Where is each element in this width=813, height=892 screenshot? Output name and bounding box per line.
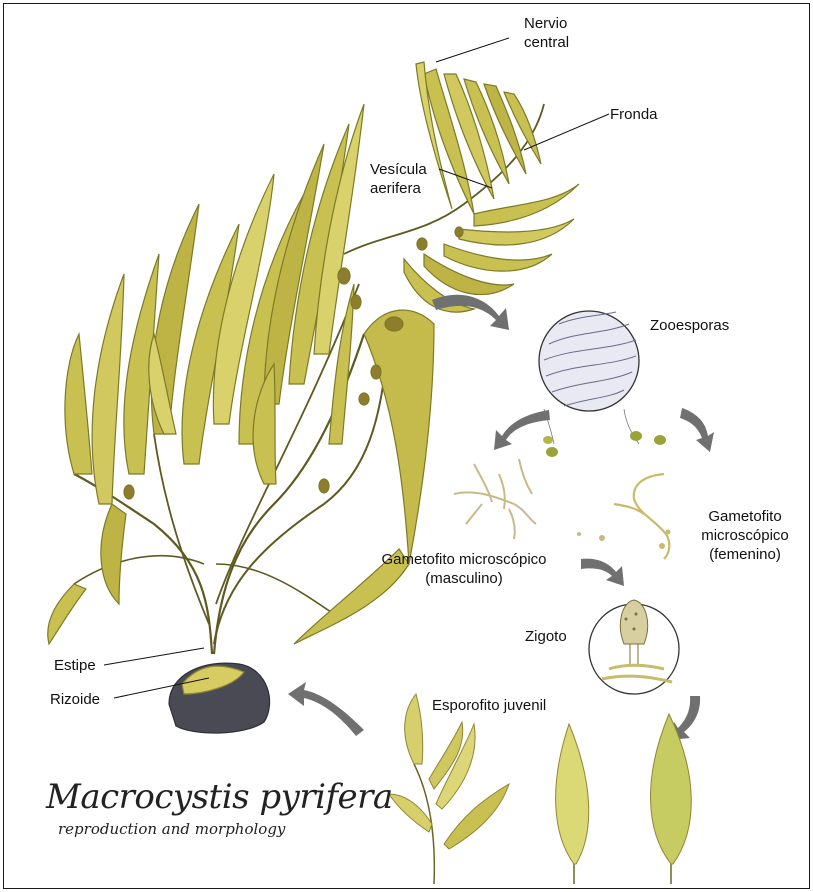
female-gametophyte xyxy=(614,474,671,559)
label-zooesporas: Zooesporas xyxy=(650,316,729,335)
label-vesicula-aerifera: Vesícula aerifera xyxy=(370,160,427,198)
diagram-frame: Nervio central Fronda Vesícula aerifera … xyxy=(3,3,810,889)
zoospores-circle xyxy=(539,311,666,457)
label-estipe: Estipe xyxy=(54,656,96,675)
figure-title: Macrocystis pyrifera xyxy=(46,777,393,817)
label-nervio-line1: Nervio xyxy=(524,14,569,33)
label-vesicula-line2: aerifera xyxy=(370,179,427,198)
label-gam-fem-line1: Gametofito xyxy=(686,507,804,526)
label-vesicula-line1: Vesícula xyxy=(370,160,427,179)
juvenile-sporophytes xyxy=(389,694,691,884)
label-gametofito-femenino: Gametofito microscópico (femenino) xyxy=(686,507,804,564)
label-zigoto: Zigoto xyxy=(525,627,567,646)
label-esporofito-juvenil: Esporofito juvenil xyxy=(432,696,546,715)
zygote-circle xyxy=(589,600,679,694)
label-nervio-line2: central xyxy=(524,33,569,52)
label-gametofito-masculino: Gametofito microscópico (masculino) xyxy=(357,550,571,588)
label-nervio-central: Nervio central xyxy=(524,14,569,52)
kelp-illustration xyxy=(4,4,809,888)
label-gam-fem-line2: microscópico xyxy=(686,526,804,545)
adult-kelp-plant xyxy=(48,62,579,733)
label-gam-fem-line3: (femenino) xyxy=(686,545,804,564)
label-fronda: Fronda xyxy=(610,105,658,124)
male-gametophyte xyxy=(454,459,605,541)
label-gam-masc-line1: Gametofito microscópico xyxy=(357,550,571,569)
figure-subtitle: reproduction and morphology xyxy=(58,820,285,838)
label-gam-masc-line2: (masculino) xyxy=(357,569,571,588)
label-rizoide: Rizoide xyxy=(50,690,100,709)
